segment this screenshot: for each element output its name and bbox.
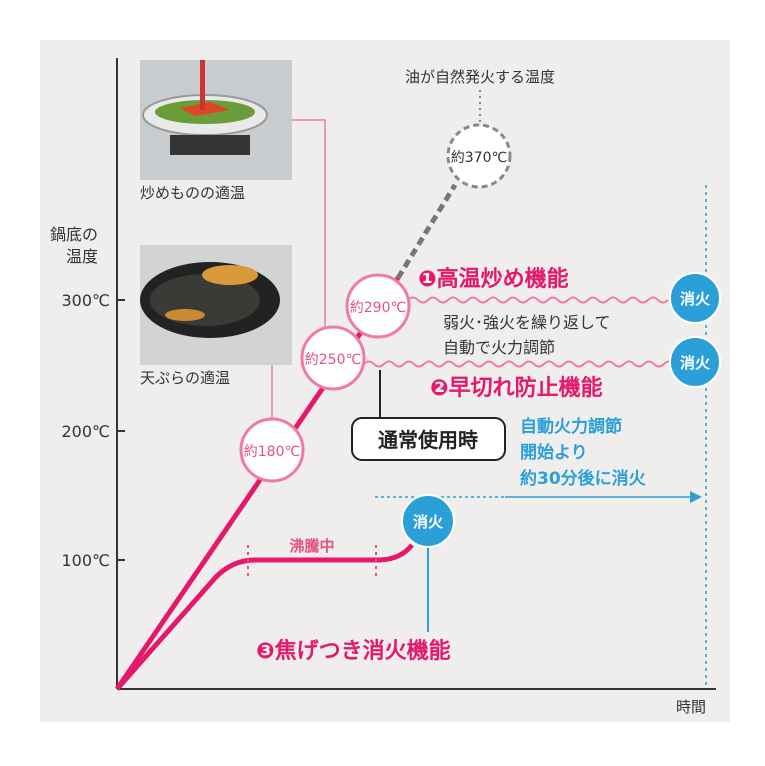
y-axis-label-2: 温度 [66, 247, 98, 266]
tick-300: 300℃ [61, 291, 110, 310]
normal-use-box: 通常使用時 [351, 417, 506, 461]
svg-text:約180℃: 約180℃ [244, 444, 300, 460]
boiling-label: 沸騰中 [289, 537, 334, 555]
high-temp-wave [407, 296, 669, 304]
tempura-caption: 天ぷらの適温 [140, 369, 230, 387]
tick-200: 200℃ [61, 422, 110, 441]
ignition-label: 油が自然発火する温度 [405, 68, 555, 86]
auto-off-text-1: 自動火力調節 [520, 416, 622, 437]
function-1-desc-2: 自動で火力調節 [443, 338, 555, 357]
arrow-head-icon [690, 491, 702, 503]
svg-text:通常使用時: 通常使用時 [378, 428, 478, 452]
svg-text:約250℃: 約250℃ [305, 352, 361, 368]
marker-290: 約290℃ [345, 273, 411, 339]
svg-text:消火: 消火 [680, 290, 711, 308]
auto-off-text-3: 約30分後に消火 [520, 468, 647, 489]
ignition-curve [395, 183, 458, 280]
svg-text:約370℃: 約370℃ [451, 150, 507, 166]
tempura-photo [140, 245, 292, 365]
function-2-title: ❷早切れ防止機能 [430, 375, 603, 401]
extinguish-badge-3: 消火 [401, 494, 455, 548]
early-off-wave [363, 360, 685, 368]
y-axis-label-1: 鍋底の [50, 225, 98, 244]
marker-180: 約180℃ [239, 417, 305, 483]
marker-370: 約370℃ [446, 123, 512, 189]
function-3-title: ❸焦げつき消火機能 [256, 638, 451, 664]
svg-text:約290℃: 約290℃ [350, 300, 406, 316]
extinguish-badge-1: 消火 [669, 272, 721, 324]
function-1-title: ❶高温炒め機能 [418, 266, 569, 292]
stir-fry-photo [140, 60, 292, 180]
stir-fry-caption: 炒めものの適温 [140, 184, 245, 202]
extinguish-badge-2: 消火 [669, 336, 721, 388]
stir-fry-connector [292, 119, 326, 328]
marker-250: 約250℃ [300, 325, 366, 391]
svg-text:消火: 消火 [680, 354, 711, 372]
boiling-curve [115, 543, 414, 691]
x-axis-label: 時間 [676, 698, 706, 716]
auto-off-text-2: 開始より [520, 442, 588, 463]
tick-100: 100℃ [61, 551, 110, 570]
svg-text:消火: 消火 [413, 513, 444, 531]
function-1-desc-1: 弱火･強火を繰り返して [443, 313, 611, 332]
